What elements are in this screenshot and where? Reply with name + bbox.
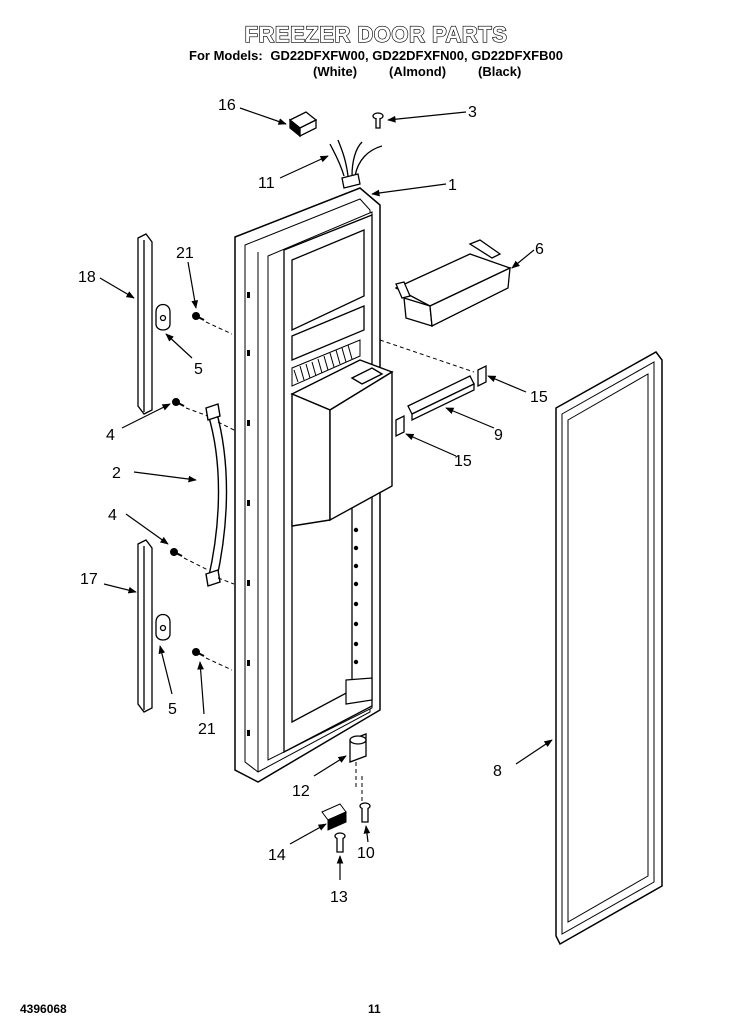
page-number: 11	[368, 1002, 381, 1016]
callout-4-upper: 4	[106, 427, 115, 444]
color-white: (White)	[313, 64, 358, 79]
callout-9: 9	[494, 427, 503, 444]
trim-strip-lower	[137, 539, 153, 713]
callout-6: 6	[535, 241, 544, 258]
wire-harness	[329, 139, 383, 189]
color-almond: (Almond)	[389, 64, 447, 79]
door-shelf-bin	[394, 239, 512, 328]
bottom-bracket	[345, 677, 373, 705]
callout-15-upper: 15	[530, 389, 548, 406]
document-number: 4396068	[20, 1002, 67, 1016]
dispenser-channel	[407, 375, 475, 422]
model-black: GD22DFXFB00	[471, 48, 563, 63]
models-line: For Models: GD22DFXFW00, GD22DFXFN00, GD…	[0, 48, 752, 63]
callout-21-lower: 21	[198, 721, 216, 738]
assembly-lines	[183, 321, 475, 802]
hinge	[349, 733, 367, 763]
screw-21-lower	[192, 648, 205, 657]
callout-10: 10	[357, 845, 375, 862]
color-black: (Black)	[478, 64, 522, 79]
dispenser-housing	[290, 359, 394, 527]
clip-lower	[155, 613, 171, 641]
callout-14: 14	[268, 847, 286, 864]
callout-12: 12	[292, 783, 310, 800]
connector-plug	[288, 111, 318, 138]
leader-arrows	[99, 107, 553, 880]
screw-4-lower	[170, 548, 183, 557]
liner-holes	[353, 527, 359, 665]
callout-1: 1	[448, 177, 457, 194]
callout-15-lower: 15	[454, 453, 472, 470]
screw-13	[334, 832, 346, 853]
screw-21-upper	[192, 312, 205, 321]
model-almond: GD22DFXFN00,	[372, 48, 468, 63]
clip-upper	[155, 303, 171, 331]
callout-13: 13	[330, 889, 348, 906]
screw-4-upper	[172, 398, 185, 407]
callout-8: 8	[493, 763, 502, 780]
panel-screw-holes	[247, 292, 250, 736]
end-cap-lower	[395, 414, 405, 438]
callout-5-upper: 5	[194, 361, 203, 378]
callout-21-upper: 21	[176, 245, 194, 262]
door-handle	[205, 403, 228, 587]
callout-5-lower: 5	[168, 701, 177, 718]
callout-labels: 16 3 11 1 21 6 18 5 15 4 9 2 15 4 17 5 2…	[78, 97, 548, 906]
callout-16: 16	[218, 97, 236, 114]
screw-3	[372, 112, 384, 129]
trim-strip-upper	[137, 233, 153, 415]
callout-17: 17	[80, 571, 98, 588]
model-white: GD22DFXFW00,	[270, 48, 369, 63]
door-gasket	[555, 351, 663, 946]
hinge-block	[321, 803, 347, 831]
page-title: FREEZER DOOR PARTS	[244, 21, 508, 47]
end-cap-upper	[477, 364, 487, 388]
callout-11: 11	[258, 175, 275, 192]
callout-2: 2	[112, 465, 121, 482]
dispenser-grille	[291, 339, 361, 387]
models-prefix: For Models:	[189, 48, 263, 63]
callout-3: 3	[468, 104, 477, 121]
callout-18: 18	[78, 269, 96, 286]
screw-10	[359, 802, 371, 823]
callout-4-lower: 4	[108, 507, 117, 524]
